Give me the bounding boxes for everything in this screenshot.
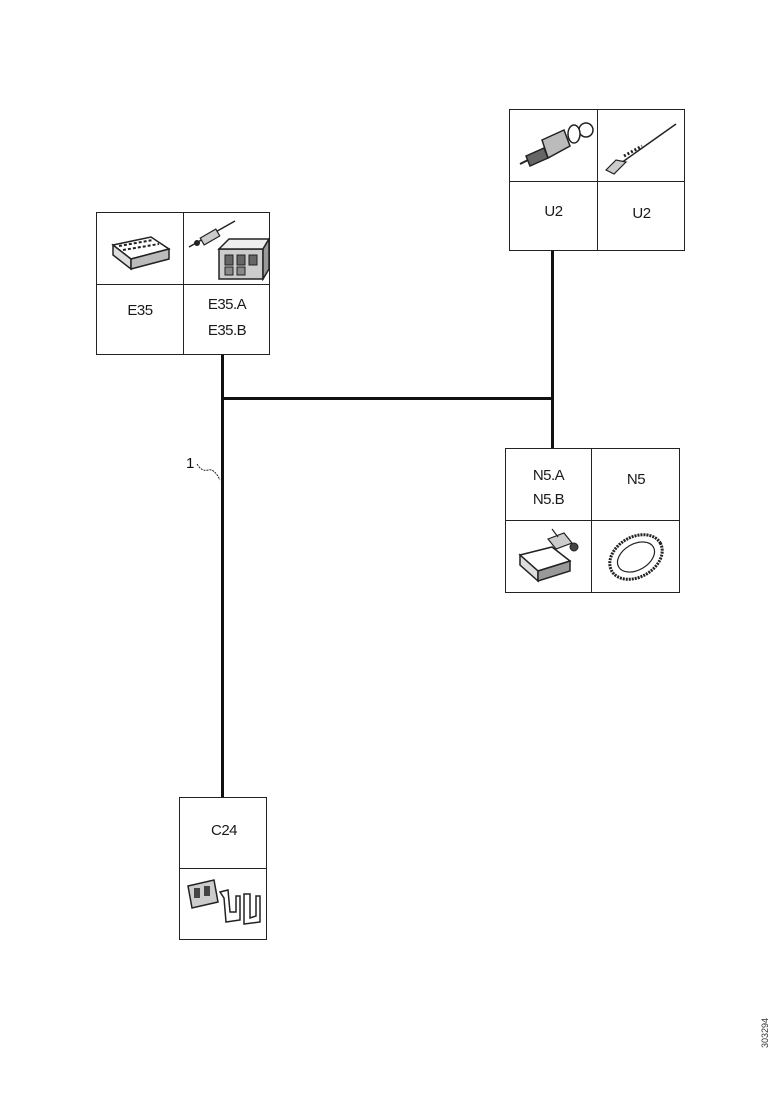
- plug-connector-icon: [518, 528, 579, 583]
- connector-e35-label: E35: [127, 302, 153, 319]
- connector-e35[interactable]: E35 E35.A E35.B: [96, 212, 271, 355]
- connector-u2-label: U2: [544, 203, 563, 220]
- seal-ring-icon: [608, 533, 664, 581]
- connector-n5-label: N5: [626, 471, 646, 488]
- terminal-pin-icon: [188, 220, 236, 248]
- connector-terminal-icon: [187, 879, 261, 925]
- probe-icon: [604, 123, 677, 175]
- connector-block-icon: [217, 236, 271, 281]
- wire-e35-to-c24: [221, 355, 224, 797]
- connector-u2-right-label: U2: [632, 205, 651, 222]
- connector-c24-label: C24: [210, 822, 238, 839]
- wire-u2-to-n5: [551, 250, 554, 448]
- sensor-icon: [519, 122, 594, 168]
- connector-n5[interactable]: N5.A N5.B N5: [505, 448, 680, 593]
- connector-e35a-label: E35.A: [207, 296, 247, 313]
- connector-u2[interactable]: U2 U2: [509, 109, 685, 251]
- connector-housing-icon: [111, 236, 171, 271]
- connector-n5b-label: N5.B: [532, 491, 565, 508]
- connector-n5a-label: N5.A: [532, 467, 565, 484]
- wire-number-label: 1: [186, 455, 195, 472]
- wire-label-leader: [196, 463, 221, 481]
- wire-branch-horizontal: [222, 397, 554, 400]
- document-id: 303294: [760, 1017, 770, 1048]
- connector-c24[interactable]: C24: [179, 797, 267, 940]
- connector-e35b-label: E35.B: [207, 322, 247, 339]
